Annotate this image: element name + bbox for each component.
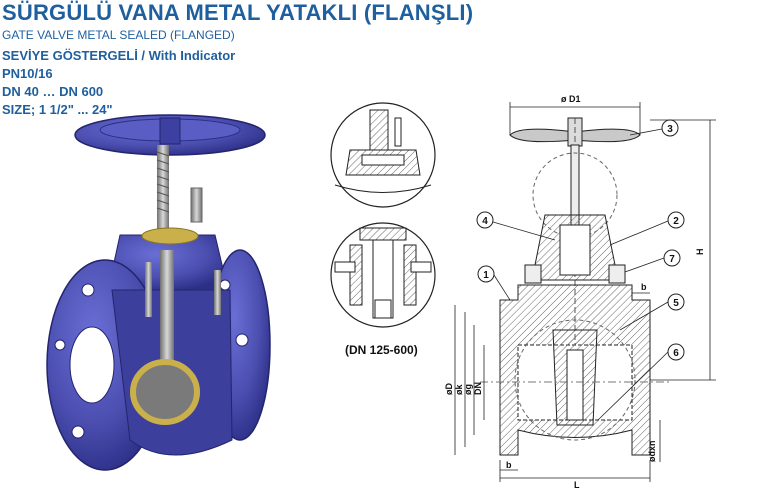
spec-pressure: PN10/16 <box>2 66 53 81</box>
dim-dn: DN <box>473 382 483 395</box>
callout-1: 1 <box>477 265 495 283</box>
dim-d1: ø D1 <box>561 94 581 104</box>
callout-6: 6 <box>667 343 685 361</box>
page-subtitle: GATE VALVE METAL SEALED (FLANGED) <box>2 28 235 42</box>
dim-b-bottom: b <box>506 460 512 470</box>
svg-text:2: 2 <box>673 216 679 227</box>
callout-4: 4 <box>476 211 494 229</box>
spec-indicator: SEVİYE GÖSTERGELİ / With Indicator <box>2 48 236 63</box>
dim-g: øg <box>463 384 473 395</box>
callout-2: 2 <box>667 211 685 229</box>
dim-dxn: ødxn <box>647 441 657 463</box>
svg-text:7: 7 <box>669 254 675 265</box>
callouts <box>492 128 669 421</box>
detail-caption: (DN 125-600) <box>345 343 418 357</box>
technical-drawing <box>480 117 670 456</box>
svg-text:6: 6 <box>673 348 679 359</box>
spec-dn-range: DN 40 … DN 600 <box>2 84 104 99</box>
dim-k: øk <box>454 384 464 395</box>
callout-7: 7 <box>663 249 681 267</box>
page-title: SÜRGÜLÜ VANA METAL YATAKLI (FLANŞLI) <box>2 0 474 25</box>
dim-h: H <box>695 249 705 256</box>
dim-l: L <box>574 480 580 490</box>
svg-text:5: 5 <box>673 298 679 309</box>
detail-view-bottom <box>330 222 436 328</box>
dim-b-top: b <box>641 282 647 292</box>
svg-text:1: 1 <box>483 270 489 281</box>
detail-view-top <box>330 102 436 208</box>
callout-3: 3 <box>661 119 679 137</box>
dimension-lines <box>454 102 716 482</box>
svg-text:3: 3 <box>667 124 673 135</box>
dim-od: øD <box>444 383 454 395</box>
callout-5: 5 <box>667 293 685 311</box>
svg-text:4: 4 <box>482 216 488 227</box>
valve-cutaway-illustration <box>46 114 271 471</box>
spec-size-range: SIZE; 1 1/2" ... 24" <box>2 102 113 117</box>
